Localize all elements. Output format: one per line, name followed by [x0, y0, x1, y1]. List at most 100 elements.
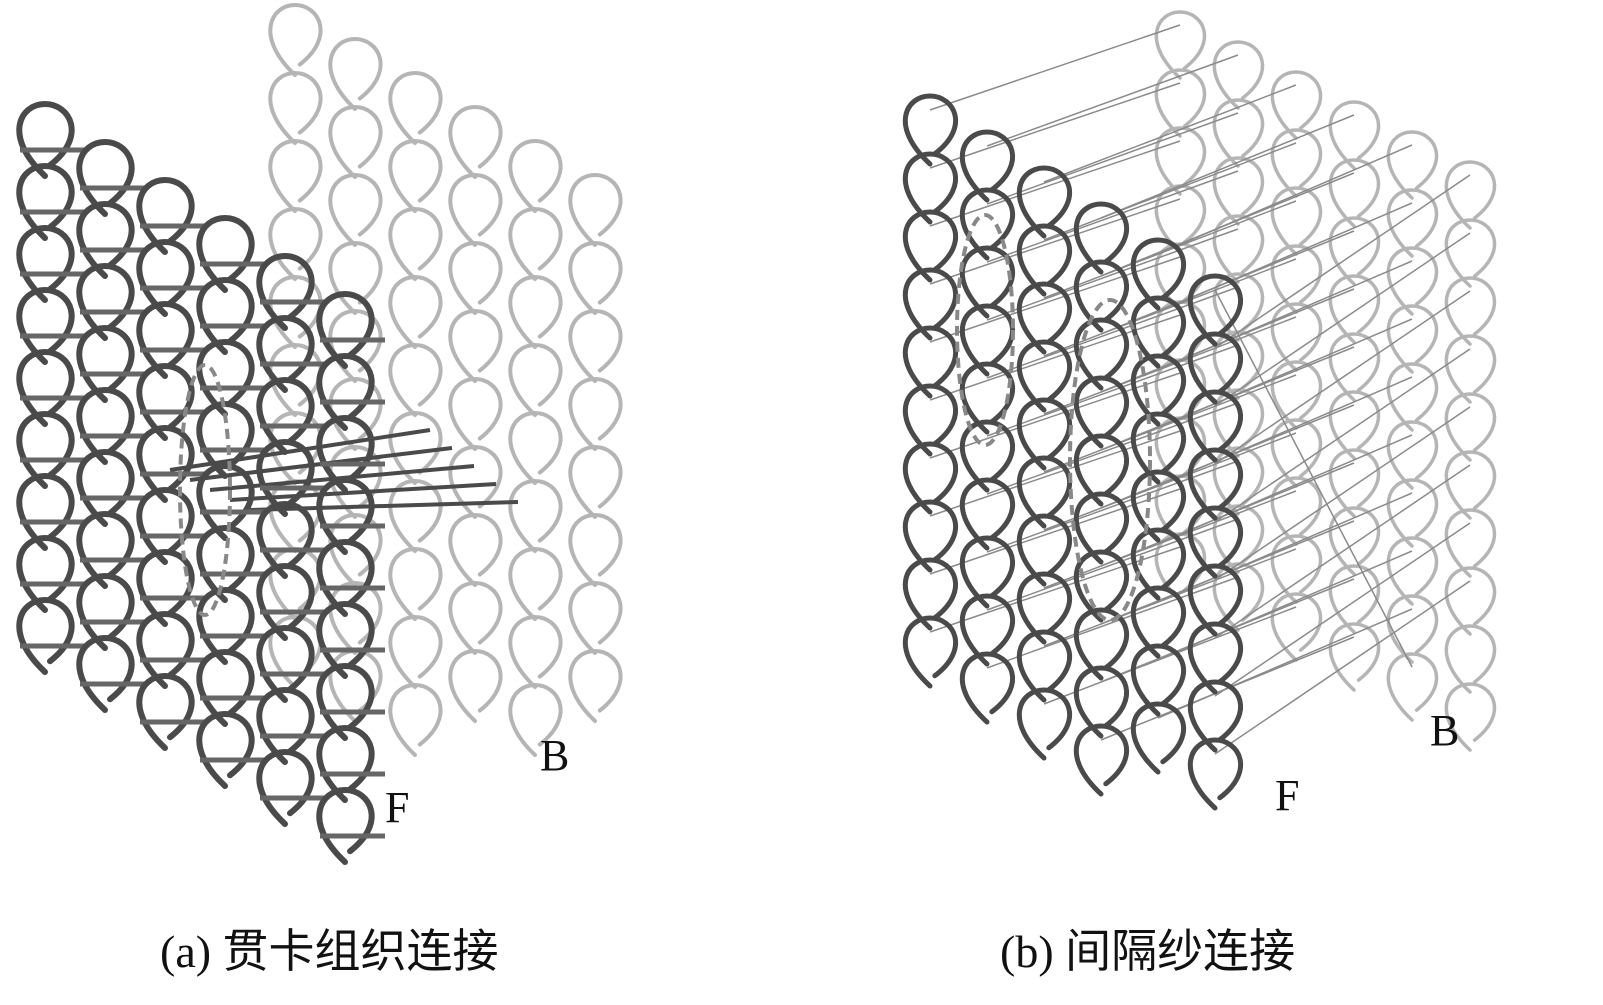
- back-loop: [1270, 360, 1323, 430]
- front-loop: [256, 624, 315, 703]
- front-loop: [1016, 687, 1072, 761]
- front-loop: [1073, 201, 1129, 275]
- back-loop: [448, 308, 503, 383]
- back-loop: [1212, 98, 1265, 168]
- front-loop: [256, 500, 315, 579]
- front-loop: [1187, 447, 1243, 521]
- back-loop: [1212, 272, 1265, 342]
- spacer-yarn: [986, 228, 1239, 321]
- spacer-yarn: [1214, 406, 1471, 581]
- back-loop: [388, 682, 443, 757]
- back-loop: [1386, 188, 1439, 258]
- spacer-yarn: [929, 198, 1181, 285]
- spacer-yarn: [1214, 348, 1471, 523]
- front-loop: [316, 538, 375, 617]
- back-loop: [1444, 450, 1497, 520]
- panel-b-caption: (b) 间隔纱连接: [1000, 926, 1296, 977]
- front-loop: [902, 615, 958, 689]
- spacer-yarn: [1157, 202, 1413, 313]
- back-loop: [448, 240, 503, 315]
- front-loop: [1016, 223, 1072, 297]
- back-loop: [1386, 130, 1439, 200]
- back-loop: [1328, 158, 1381, 228]
- back-loop: [1386, 478, 1439, 548]
- back-loop: [268, 478, 323, 553]
- front-loop: [196, 586, 255, 665]
- spacer-yarn: [929, 488, 1181, 575]
- front-loop: [16, 224, 75, 303]
- spacer-yarn: [1214, 232, 1471, 407]
- spacer-yarn: [1157, 608, 1413, 719]
- back-loop: [1212, 156, 1265, 226]
- front-loop: [902, 267, 958, 341]
- back-loop: [1328, 390, 1381, 460]
- front-loop: [1073, 491, 1129, 565]
- back-loop: [1444, 566, 1497, 636]
- front-loop: [316, 290, 375, 369]
- back-loop: [388, 410, 443, 485]
- front-loop: [959, 593, 1015, 667]
- back-loop: [1154, 10, 1207, 80]
- front-loop: [902, 151, 958, 225]
- back-loop: [1270, 592, 1323, 662]
- back-loop: [328, 172, 383, 247]
- spacer-yarn: [929, 314, 1181, 401]
- panel-b-front-layer-label: F: [1275, 771, 1300, 820]
- dashed-guide-ellipse: [1068, 298, 1152, 622]
- front-loop: [196, 338, 255, 417]
- front-loop: [16, 286, 75, 365]
- front-loop: [76, 262, 135, 341]
- front-loop: [136, 486, 195, 565]
- front-loop: [1073, 607, 1129, 681]
- front-loop: [1187, 505, 1243, 579]
- back-loop: [1270, 302, 1323, 372]
- front-loop: [1187, 389, 1243, 463]
- front-loop: [136, 424, 195, 503]
- front-loop: [256, 438, 315, 517]
- front-loop: [1187, 621, 1243, 695]
- back-loop: [388, 614, 443, 689]
- back-loop: [268, 614, 323, 689]
- spacer-yarn: [929, 82, 1181, 169]
- back-loop: [1270, 186, 1323, 256]
- back-loop: [1444, 160, 1497, 230]
- back-loop: [1154, 126, 1207, 196]
- back-loop: [1444, 508, 1497, 578]
- front-loop: [959, 419, 1015, 493]
- back-loop: [1386, 246, 1439, 316]
- front-loop: [136, 610, 195, 689]
- front-loop: [1016, 629, 1072, 703]
- front-loop: [1016, 455, 1072, 529]
- front-loop: [1130, 411, 1186, 485]
- front-loop: [76, 138, 135, 217]
- front-loop: [76, 634, 135, 713]
- back-loop: [448, 376, 503, 451]
- front-loop: [1130, 237, 1186, 311]
- front-loop: [1130, 295, 1186, 369]
- back-loop: [1444, 276, 1497, 346]
- front-loop: [136, 176, 195, 255]
- front-loop: [1073, 665, 1129, 739]
- back-loop: [1212, 40, 1265, 110]
- back-loop: [1444, 392, 1497, 462]
- front-loop: [76, 572, 135, 651]
- front-loop: [1187, 679, 1243, 753]
- back-loop: [1270, 70, 1323, 140]
- front-loop: [959, 651, 1015, 725]
- front-loop: [316, 662, 375, 741]
- front-loop: [959, 245, 1015, 319]
- back-loop: [268, 2, 323, 77]
- front-loop: [136, 238, 195, 317]
- front-loop: [256, 562, 315, 641]
- back-loop: [1444, 218, 1497, 288]
- back-loop: [508, 478, 563, 553]
- back-loop: [1386, 420, 1439, 490]
- front-loop: [256, 686, 315, 765]
- back-loop: [448, 172, 503, 247]
- front-loop: [76, 386, 135, 465]
- front-loop: [1130, 585, 1186, 659]
- front-loop: [1016, 165, 1072, 239]
- front-loop: [256, 252, 315, 331]
- back-loop: [268, 206, 323, 281]
